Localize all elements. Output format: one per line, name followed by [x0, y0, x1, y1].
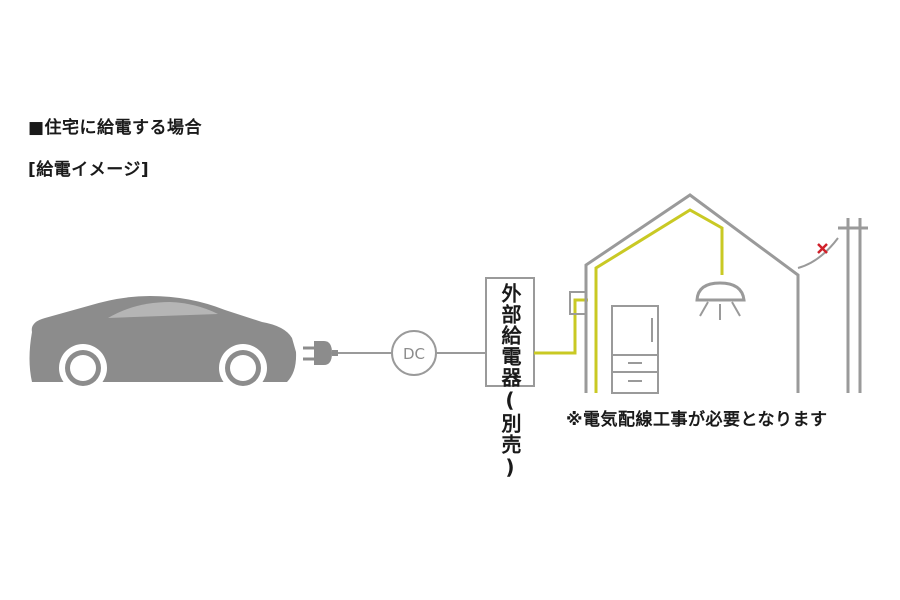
car-icon: [29, 296, 297, 392]
diagram-subheading: [給電イメージ]: [28, 160, 150, 180]
cut-mark-icon: [817, 243, 828, 254]
wiring-note: ※電気配線工事が必要となります: [566, 410, 828, 430]
dc-label: DC: [403, 345, 425, 363]
utility-pole-icon: [838, 218, 868, 393]
ceiling-lamp-icon: [695, 281, 746, 320]
charger-label: 外部給電器(別売): [498, 283, 522, 480]
service-line: [797, 237, 839, 269]
refrigerator-icon: [611, 305, 659, 394]
house-wiring: [534, 208, 724, 393]
plug-icon: [303, 341, 338, 365]
page-heading: ■住宅に給電する場合: [28, 118, 203, 138]
house-outline: [569, 193, 800, 393]
charger-box: [485, 277, 535, 387]
